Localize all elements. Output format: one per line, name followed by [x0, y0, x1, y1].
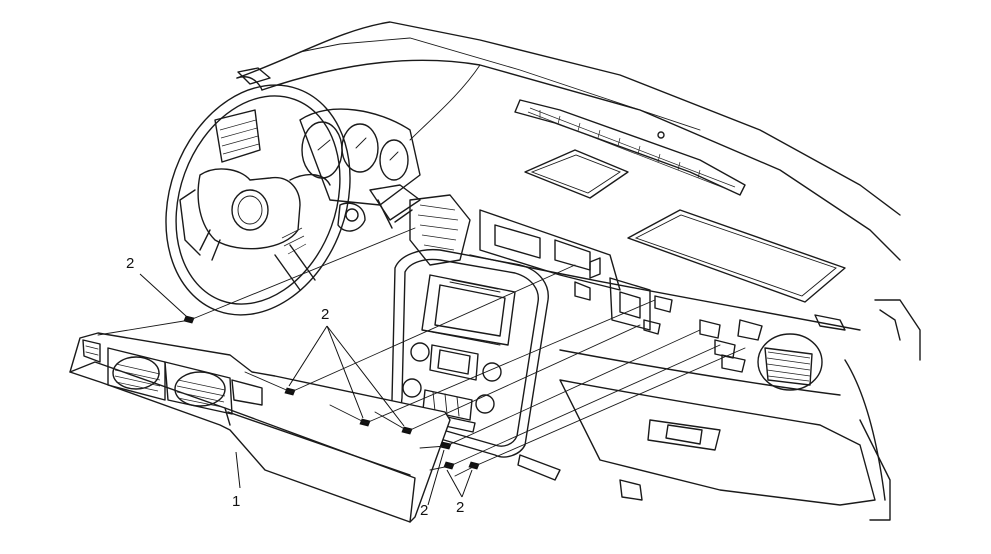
dash-middle-edge: [469, 254, 861, 331]
callout-label-2: 2: [420, 502, 429, 519]
speaker-grille: [524, 149, 629, 199]
callout-label-2: 2: [321, 306, 330, 323]
passenger-airbag-panel: [627, 209, 846, 303]
steering-wheel-icon: [165, 84, 351, 316]
steering-column: [337, 184, 471, 266]
air-vent-icon: [107, 347, 263, 415]
defroster-vent: [514, 99, 746, 196]
callout-label-2: 2: [456, 499, 465, 516]
dash-lower-edge: [559, 349, 841, 396]
fastener-clip: [443, 461, 455, 470]
fastener-clip: [183, 315, 195, 324]
glovebox: [517, 379, 891, 521]
instrument-cluster: [299, 108, 421, 206]
callout-leaders: [139, 273, 473, 506]
right-dash-vent: [757, 333, 823, 391]
alignment-lines: [97, 227, 746, 477]
dash-lower-structure: [479, 209, 763, 373]
left-dash-vent: [214, 109, 261, 163]
dashboard-top: [236, 21, 901, 261]
fastener-clip: [439, 441, 452, 450]
callout-label-2: 2: [126, 255, 135, 272]
callout-label-1: 1: [232, 493, 241, 510]
radio-display-icon: [410, 274, 516, 382]
